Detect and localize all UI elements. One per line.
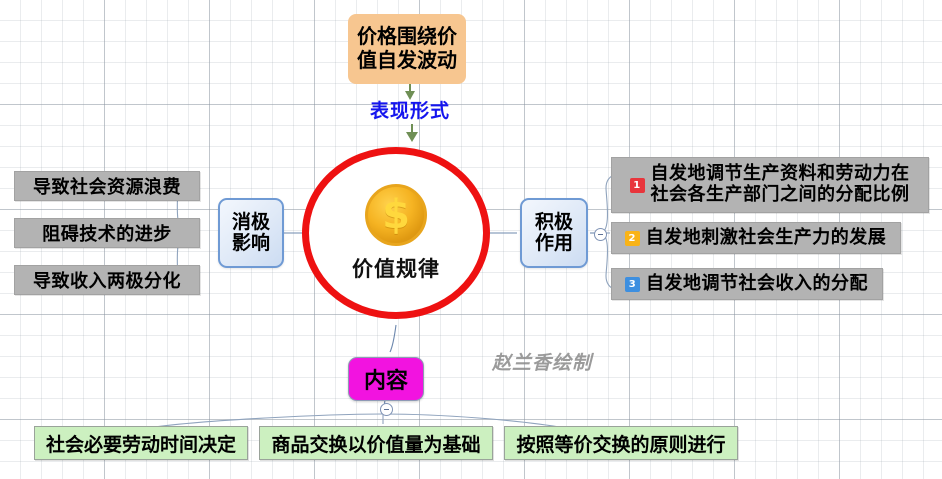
badge-3: 3 — [625, 276, 640, 292]
centre-node-value-law[interactable]: $ 价值规律 — [302, 147, 490, 319]
leaf-content-2[interactable]: 商品交换以价值量为基础 — [259, 426, 493, 460]
connector-label-manifestation: 表现形式 — [370, 100, 451, 122]
leaf-negative-2[interactable]: 阻碍技术的进步 — [14, 218, 200, 248]
top-node-line1: 价格围绕价 — [357, 24, 457, 49]
branch-positive-line1: 积极 — [534, 211, 573, 234]
leaf-positive-2-line1: 自发地刺激社会生产力的发展 — [645, 226, 887, 248]
branch-negative-line2: 影响 — [231, 232, 270, 254]
branch-positive-effects[interactable]: 积极 作用 — [520, 198, 588, 268]
branch-positive-line2: 作用 — [534, 232, 573, 254]
top-node-price-fluctuation[interactable]: 价格围绕价 值自发波动 — [348, 14, 466, 84]
leaf-positive-3[interactable]: 3 自发地调节社会收入的分配 — [611, 268, 883, 300]
branch-content[interactable]: 内容 — [348, 357, 424, 401]
leaf-positive-1-line2: 社会各生产部门之间的分配比例 — [650, 184, 910, 205]
centre-node-label: 价值规律 — [352, 256, 440, 281]
branch-negative-line1: 消极 — [231, 211, 270, 234]
dollar-coin-icon: $ — [365, 183, 427, 246]
branch-content-label: 内容 — [363, 369, 408, 394]
collapse-knob-right[interactable] — [594, 228, 607, 241]
leaf-content-1[interactable]: 社会必要劳动时间决定 — [34, 426, 248, 460]
leaf-negative-3[interactable]: 导致收入两极分化 — [14, 265, 200, 295]
badge-2: 2 — [624, 230, 640, 246]
collapse-knob-bottom[interactable] — [380, 403, 393, 416]
leaf-positive-3-line1: 自发地调节社会收入的分配 — [646, 272, 868, 294]
top-node-line2: 值自发波动 — [357, 48, 457, 72]
leaf-content-3[interactable]: 按照等价交换的原则进行 — [504, 426, 738, 460]
leaf-positive-1-text: 自发地调节生产资料和劳动力在 社会各生产部门之间的分配比例 — [650, 163, 910, 206]
badge-1: 1 — [629, 177, 645, 193]
leaf-positive-2[interactable]: 2 自发地刺激社会生产力的发展 — [611, 222, 901, 254]
branch-negative-effects[interactable]: 消极 影响 — [218, 198, 284, 268]
leaf-positive-1-line1: 自发地调节生产资料和劳动力在 — [650, 163, 910, 185]
watermark-author: 赵兰香绘制 — [492, 352, 593, 374]
leaf-negative-1[interactable]: 导致社会资源浪费 — [14, 171, 200, 201]
leaf-positive-1[interactable]: 1 自发地调节生产资料和劳动力在 社会各生产部门之间的分配比例 — [611, 157, 929, 213]
coin-symbol: $ — [382, 191, 410, 238]
